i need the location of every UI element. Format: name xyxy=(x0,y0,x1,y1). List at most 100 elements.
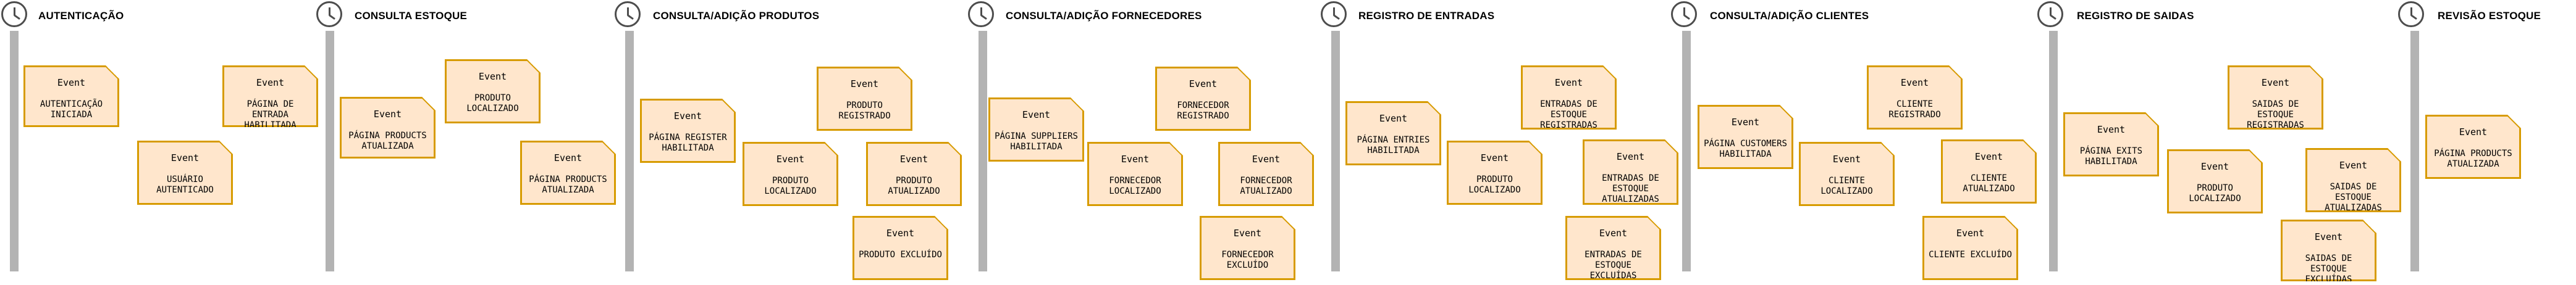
clock-icon xyxy=(615,1,641,27)
clock-icon xyxy=(316,1,342,27)
event-label: Event xyxy=(1616,151,1645,162)
event-text: PRODUTO LOCALIZADO xyxy=(466,93,519,114)
event-note-produto-localizado[interactable]: Event PRODUTO LOCALIZADO xyxy=(743,142,838,206)
event-label: Event xyxy=(850,78,879,89)
event-text: AUTENTICAÇÃO INICIADA xyxy=(40,99,103,120)
event-label: Event xyxy=(478,71,507,82)
event-label: Event xyxy=(1974,151,2003,162)
event-text: PÁGINA PRODUCTS ATUALIZADA xyxy=(348,131,427,151)
event-note-produto-excluido[interactable]: Event PRODUTO EXCLUÍDO xyxy=(852,216,948,280)
event-note-fornecedor-registrado[interactable]: Event FORNECEDOR REGISTRADO xyxy=(1155,67,1251,131)
event-note-produto-localizado[interactable]: Event PRODUTO LOCALIZADO xyxy=(2167,149,2263,213)
event-note-pagina-products-atualizada[interactable]: Event PÁGINA PRODUCTS ATUALIZADA xyxy=(340,97,436,159)
timeline-line-registro-entradas xyxy=(1331,31,1340,271)
event-note-produto-atualizado[interactable]: Event PRODUTO ATUALIZADO xyxy=(866,142,962,206)
clock-icon xyxy=(968,1,994,27)
event-label: Event xyxy=(1480,152,1509,163)
lane-title-registro-entradas: REGISTRO DE ENTRADAS xyxy=(1358,10,1495,22)
timeline-line-autenticacao xyxy=(10,31,19,271)
event-label: Event xyxy=(1832,154,1861,165)
event-text: CLIENTE LOCALIZADO xyxy=(1820,176,1873,196)
event-label: Event xyxy=(1956,228,1985,239)
event-note-cliente-registrado[interactable]: Event CLIENTE REGISTRADO xyxy=(1867,65,1963,130)
event-text: PRODUTO ATUALIZADO xyxy=(888,176,940,196)
event-label: Event xyxy=(1022,109,1051,120)
clock-icon xyxy=(1321,1,1347,27)
timeline-line-consulta-estoque xyxy=(326,31,334,271)
event-note-entradas-excluidas[interactable]: Event ENTRADAS DE ESTOQUE EXCLUÍDAS xyxy=(1565,216,1661,280)
event-note-pagina-products-atualizada-2[interactable]: Event PÁGINA PRODUCTS ATUALIZADA xyxy=(520,141,616,205)
event-text: PÁGINA EXITS HABILITADA xyxy=(2079,146,2143,167)
event-label: Event xyxy=(1599,228,1628,239)
event-note-fornecedor-localizado[interactable]: Event FORNECEDOR LOCALIZADO xyxy=(1087,142,1183,206)
event-label: Event xyxy=(1121,154,1150,165)
clock-icon xyxy=(1671,1,1697,27)
event-text: FORNECEDOR EXCLUÍDO xyxy=(1221,250,1274,270)
event-label: Event xyxy=(1900,77,1929,88)
event-text: PRODUTO REGISTRADO xyxy=(838,101,891,121)
timeline-line-registro-saidas xyxy=(2049,31,2058,271)
event-label: Event xyxy=(2339,160,2368,171)
event-text: PRODUTO EXCLUÍDO xyxy=(859,250,942,260)
event-label: Event xyxy=(2459,126,2488,138)
event-text: CLIENTE ATUALIZADO xyxy=(1963,173,2015,194)
event-note-cliente-localizado[interactable]: Event CLIENTE LOCALIZADO xyxy=(1799,142,1895,206)
event-note-pagina-products-atualizada[interactable]: Event PÁGINA PRODUCTS ATUALIZADA xyxy=(2425,115,2521,179)
event-label: Event xyxy=(373,109,402,120)
event-note-pagina-register-habilitada[interactable]: Event PÁGINA REGISTER HABILITADA xyxy=(640,99,736,163)
event-text: PÁGINA PRODUCTS ATUALIZADA xyxy=(529,175,607,195)
event-text: FORNECEDOR LOCALIZADO xyxy=(1109,176,1161,196)
event-note-fornecedor-atualizado[interactable]: Event FORNECEDOR ATUALIZADO xyxy=(1218,142,1314,206)
event-text: PÁGINA ENTRIES HABILITADA xyxy=(1357,135,1430,155)
event-note-pagina-exits-habilitada[interactable]: Event PÁGINA EXITS HABILITADA xyxy=(2063,112,2159,176)
event-note-cliente-atualizado[interactable]: Event CLIENTE ATUALIZADO xyxy=(1941,139,2037,204)
event-note-entradas-atualizadas[interactable]: Event ENTRADAS DE ESTOQUE ATUALIZADAS xyxy=(1583,139,1678,205)
event-text: SAIDAS DE ESTOQUE REGISTRADAS xyxy=(2247,99,2304,130)
event-note-cliente-excluido[interactable]: Event CLIENTE EXCLUÍDO xyxy=(1922,216,2018,280)
event-label: Event xyxy=(2097,124,2126,135)
timeline-line-consulta-adicao-clientes xyxy=(1682,31,1691,271)
lane-title-consulta-adicao-fornecedores: CONSULTA/ADIÇÃO FORNECEDORES xyxy=(1006,10,1202,22)
event-label: Event xyxy=(1252,154,1281,165)
event-note-pagina-entries-habilitada[interactable]: Event PÁGINA ENTRIES HABILITADA xyxy=(1345,101,1441,165)
event-label: Event xyxy=(1731,117,1760,128)
event-note-saidas-atualizadas[interactable]: Event SAIDAS DE ESTOQUE ATUALIZADAS xyxy=(2305,148,2401,212)
event-note-saidas-registradas[interactable]: Event SAIDAS DE ESTOQUE REGISTRADAS xyxy=(2228,65,2323,130)
event-label: Event xyxy=(256,77,285,88)
event-label: Event xyxy=(1379,113,1408,124)
lane-title-consulta-adicao-clientes: CONSULTA/ADIÇÃO CLIENTES xyxy=(1710,10,1869,22)
event-label: Event xyxy=(776,154,805,165)
event-label: Event xyxy=(886,228,915,239)
event-label: Event xyxy=(1233,228,1262,239)
event-label: Event xyxy=(1189,78,1218,89)
event-note-entradas-registradas[interactable]: Event ENTRADAS DE ESTOQUE REGISTRADAS xyxy=(1521,65,1617,130)
event-note-usuario-autenticado[interactable]: Event USUÁRIO AUTENTICADO xyxy=(137,141,233,205)
lane-title-consulta-estoque: CONSULTA ESTOQUE xyxy=(355,10,468,22)
lane-title-revisao-estoque: REVISÃO ESTOQUE xyxy=(2438,10,2541,22)
event-text: ENTRADAS DE ESTOQUE REGISTRADAS xyxy=(1540,99,1597,130)
event-text: PÁGINA DE ENTRADA HABILITADA xyxy=(244,99,297,130)
event-note-pagina-suppliers-habilitada[interactable]: Event PÁGINA SUPPLIERS HABILITADA xyxy=(988,97,1084,162)
clock-icon xyxy=(1,1,27,27)
event-note-fornecedor-excluido[interactable]: Event FORNECEDOR EXCLUÍDO xyxy=(1200,216,1295,280)
event-note-produto-registrado[interactable]: Event PRODUTO REGISTRADO xyxy=(817,67,912,131)
event-text: ENTRADAS DE ESTOQUE EXCLUÍDAS xyxy=(1585,250,1642,281)
event-note-saidas-excluidas[interactable]: Event SAIDAS DE ESTOQUE EXCLUÍDAS xyxy=(2281,220,2376,281)
event-note-autenticacao-iniciada[interactable]: Event AUTENTICAÇÃO INICIADA xyxy=(23,65,119,127)
event-text: PRODUTO LOCALIZADO xyxy=(764,176,817,196)
event-text: PÁGINA SUPPLIERS HABILITADA xyxy=(995,131,1078,152)
event-label: Event xyxy=(2314,231,2343,242)
event-text: PRODUTO LOCALIZADO xyxy=(1468,175,1521,195)
event-label: Event xyxy=(170,152,200,163)
event-note-pagina-customers-habilitada[interactable]: Event PÁGINA CUSTOMERS HABILITADA xyxy=(1698,105,1793,169)
event-text: USUÁRIO AUTENTICADO xyxy=(156,175,214,195)
event-text: PÁGINA REGISTER HABILITADA xyxy=(649,133,727,153)
event-text: ENTRADAS DE ESTOQUE ATUALIZADAS xyxy=(1602,173,1659,204)
event-text: SAIDAS DE ESTOQUE EXCLUÍDAS xyxy=(2305,254,2352,284)
lane-title-autenticacao: AUTENTICAÇÃO xyxy=(38,10,124,22)
timeline-line-consulta-adicao-produtos xyxy=(625,31,634,271)
event-note-produto-localizado[interactable]: Event PRODUTO LOCALIZADO xyxy=(1447,141,1543,205)
event-note-produto-localizado[interactable]: Event PRODUTO LOCALIZADO xyxy=(445,59,541,123)
event-note-pagina-entrada-habilitada[interactable]: Event PÁGINA DE ENTRADA HABILITADA xyxy=(222,65,318,127)
event-text: SAIDAS DE ESTOQUE ATUALIZADAS xyxy=(2325,182,2382,213)
